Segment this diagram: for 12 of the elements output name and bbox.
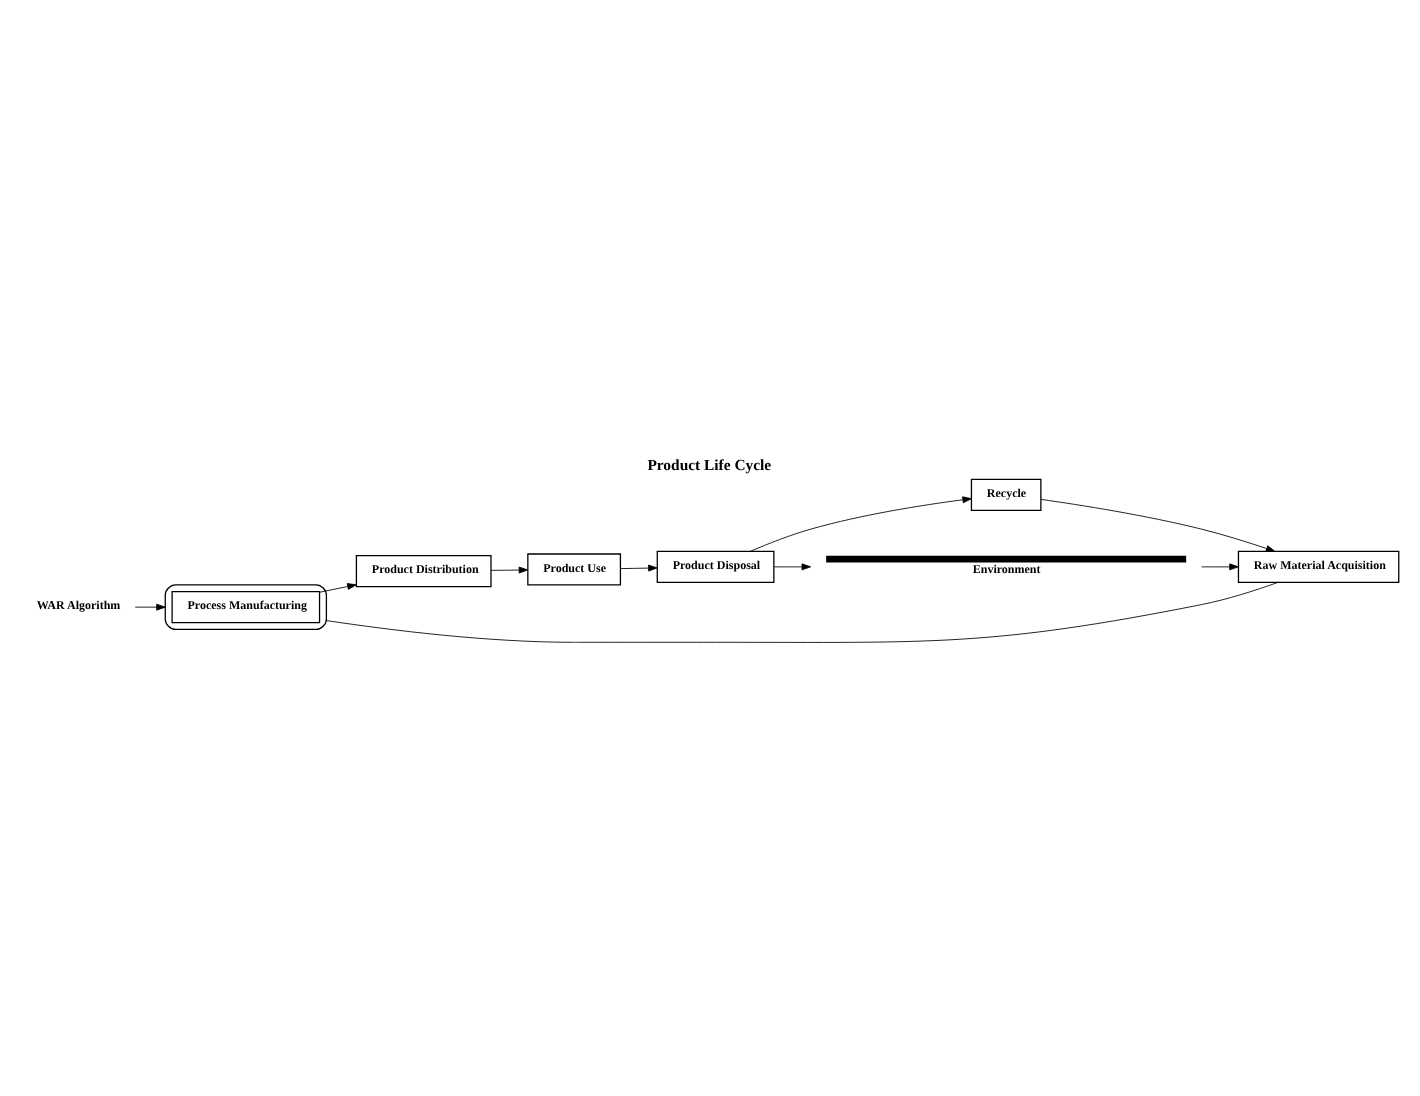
arrow bbox=[134, 602, 166, 610]
connector bbox=[326, 580, 1279, 642]
cluster bbox=[164, 583, 328, 630]
arrow bbox=[1201, 562, 1239, 570]
node-box bbox=[826, 554, 1187, 562]
arrow bbox=[490, 565, 529, 573]
arrow bbox=[620, 563, 658, 571]
arrow bbox=[1040, 497, 1276, 551]
diagram-title: Product Life Cycle bbox=[647, 455, 772, 474]
arrow bbox=[773, 562, 812, 570]
arrow bbox=[749, 495, 972, 551]
arrow bbox=[319, 582, 357, 592]
